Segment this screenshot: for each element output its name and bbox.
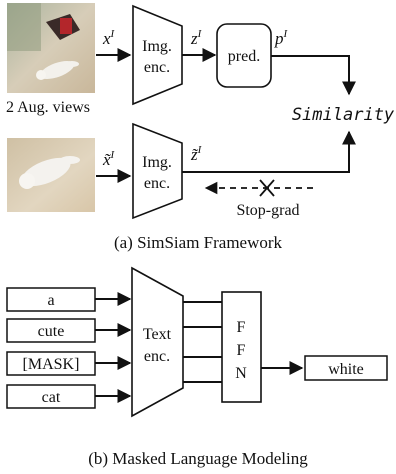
image-encoder-2-label-line1: Img. [142,154,172,171]
stop-grad-label: Stop-grad [236,202,299,219]
svg-text:cute: cute [38,323,65,340]
image-encoder-2 [132,122,183,220]
text-encoder [131,266,184,418]
ffn-letter-2: F [237,342,246,359]
z-label: zI [190,28,203,48]
image-encoder-2-label-line2: enc. [144,175,170,192]
ffn-letter-1: F [237,319,246,336]
augmented-view-2-image [7,138,95,212]
ffn-box [221,291,262,403]
ffn-letter-3: N [235,365,247,382]
output-token-box [304,355,388,381]
svg-text:cat: cat [42,389,61,406]
stop-grad-cross-icon [259,179,275,197]
token-box-4: cat [6,384,96,409]
view1-label: xI [102,28,116,48]
p-arrow [271,55,356,96]
output-token-label: white [328,361,364,378]
view2-label: x̃I [102,149,116,169]
caption-a: (a) SimSiam Framework [114,233,283,252]
predictor-label: pred. [228,48,260,65]
image-encoder-1 [132,4,183,106]
similarity-label: Similarity [292,105,395,125]
token-box-3: [MASK] [6,351,96,376]
p-label: pI [274,28,289,48]
augmented-view-1-image [7,3,95,93]
svg-text:[MASK]: [MASK] [23,356,80,373]
text-encoder-label-line2: enc. [144,348,170,365]
image-encoder-1-label-line2: enc. [144,59,170,76]
token-box-1: a [6,287,96,312]
svg-text:a: a [47,292,54,309]
z-tilde-label: z̃I [190,144,203,164]
z-tilde-arrow [182,130,356,173]
text-encoder-label-line1: Text [143,326,172,343]
image-encoder-1-label-line1: Img. [142,38,172,55]
caption-b: (b) Masked Language Modeling [88,449,308,468]
token-box-2: cute [6,318,96,343]
aug-views-label: 2 Aug. views [6,99,90,116]
